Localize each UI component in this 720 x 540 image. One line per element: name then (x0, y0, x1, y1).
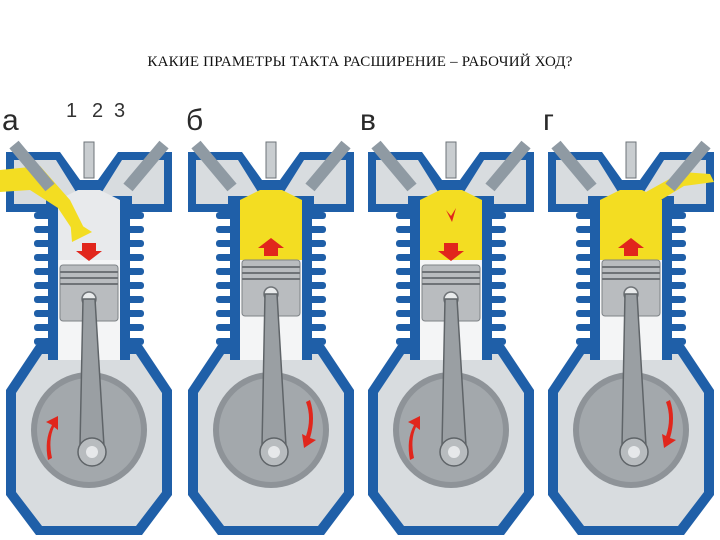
intake-flow-arrow (70, 218, 92, 242)
combustion-chamber (240, 190, 302, 260)
piston-ring (602, 272, 660, 274)
engine-4 (548, 140, 714, 535)
piston-ring (242, 278, 300, 280)
exhaust-valve (305, 140, 351, 192)
combustion-chamber (600, 190, 662, 260)
spark-plug (625, 141, 637, 179)
part-number-2: 2 (92, 100, 104, 122)
piston-ring (422, 277, 480, 279)
intake-valve (9, 140, 55, 192)
exhaust-valve (665, 140, 711, 192)
page-title: КАКИЕ ПРАМЕТРЫ ТАКТА РАСШИРЕНИЕ – РАБОЧИ… (147, 54, 573, 70)
part-number-1: 1 (66, 100, 78, 122)
piston-ring (242, 266, 300, 268)
exhaust-flow (646, 172, 714, 204)
crank-pin-hole (628, 446, 640, 458)
head-interior (196, 160, 346, 204)
piston-ring (422, 283, 480, 285)
spark-flash-icon (446, 208, 456, 222)
panel-letter-v: в (360, 104, 376, 137)
spark-plug (445, 141, 457, 179)
spark-plug (265, 141, 277, 179)
piston-ring (602, 266, 660, 268)
piston-direction-arrow (258, 238, 284, 256)
piston-ring (60, 277, 118, 279)
exhaust-valve (123, 140, 169, 192)
rotation-arrow-icon (408, 416, 420, 460)
spark-plug (83, 141, 95, 179)
crank-pin-hole (448, 446, 460, 458)
exhaust-valve (485, 140, 531, 192)
part-number-3: 3 (114, 100, 126, 122)
piston-ring (242, 272, 300, 274)
intake-valve (551, 140, 597, 192)
piston-direction-arrow (438, 243, 464, 261)
piston-direction-arrow (76, 243, 102, 261)
piston-ring (60, 271, 118, 273)
piston-ring (602, 278, 660, 280)
intake-flow (0, 166, 84, 232)
panel-letter-a: а (2, 104, 19, 137)
head-interior (376, 160, 526, 204)
panel-letter-b: б (186, 104, 204, 137)
crank-pin-hole (268, 446, 280, 458)
crank-pin-hole (86, 446, 98, 458)
piston-direction-arrow (618, 238, 644, 256)
engine-3 (368, 140, 534, 535)
panel-letter-g: г (543, 104, 554, 137)
rotation-arrow-icon (662, 400, 676, 448)
rotation-arrow-icon (302, 400, 316, 448)
engine-1 (0, 140, 172, 535)
piston-ring (422, 271, 480, 273)
combustion-chamber (420, 190, 482, 260)
piston-ring (60, 283, 118, 285)
engine-2 (188, 140, 354, 535)
intake-valve (191, 140, 237, 192)
rotation-arrow-icon (46, 416, 58, 460)
intake-valve (371, 140, 417, 192)
